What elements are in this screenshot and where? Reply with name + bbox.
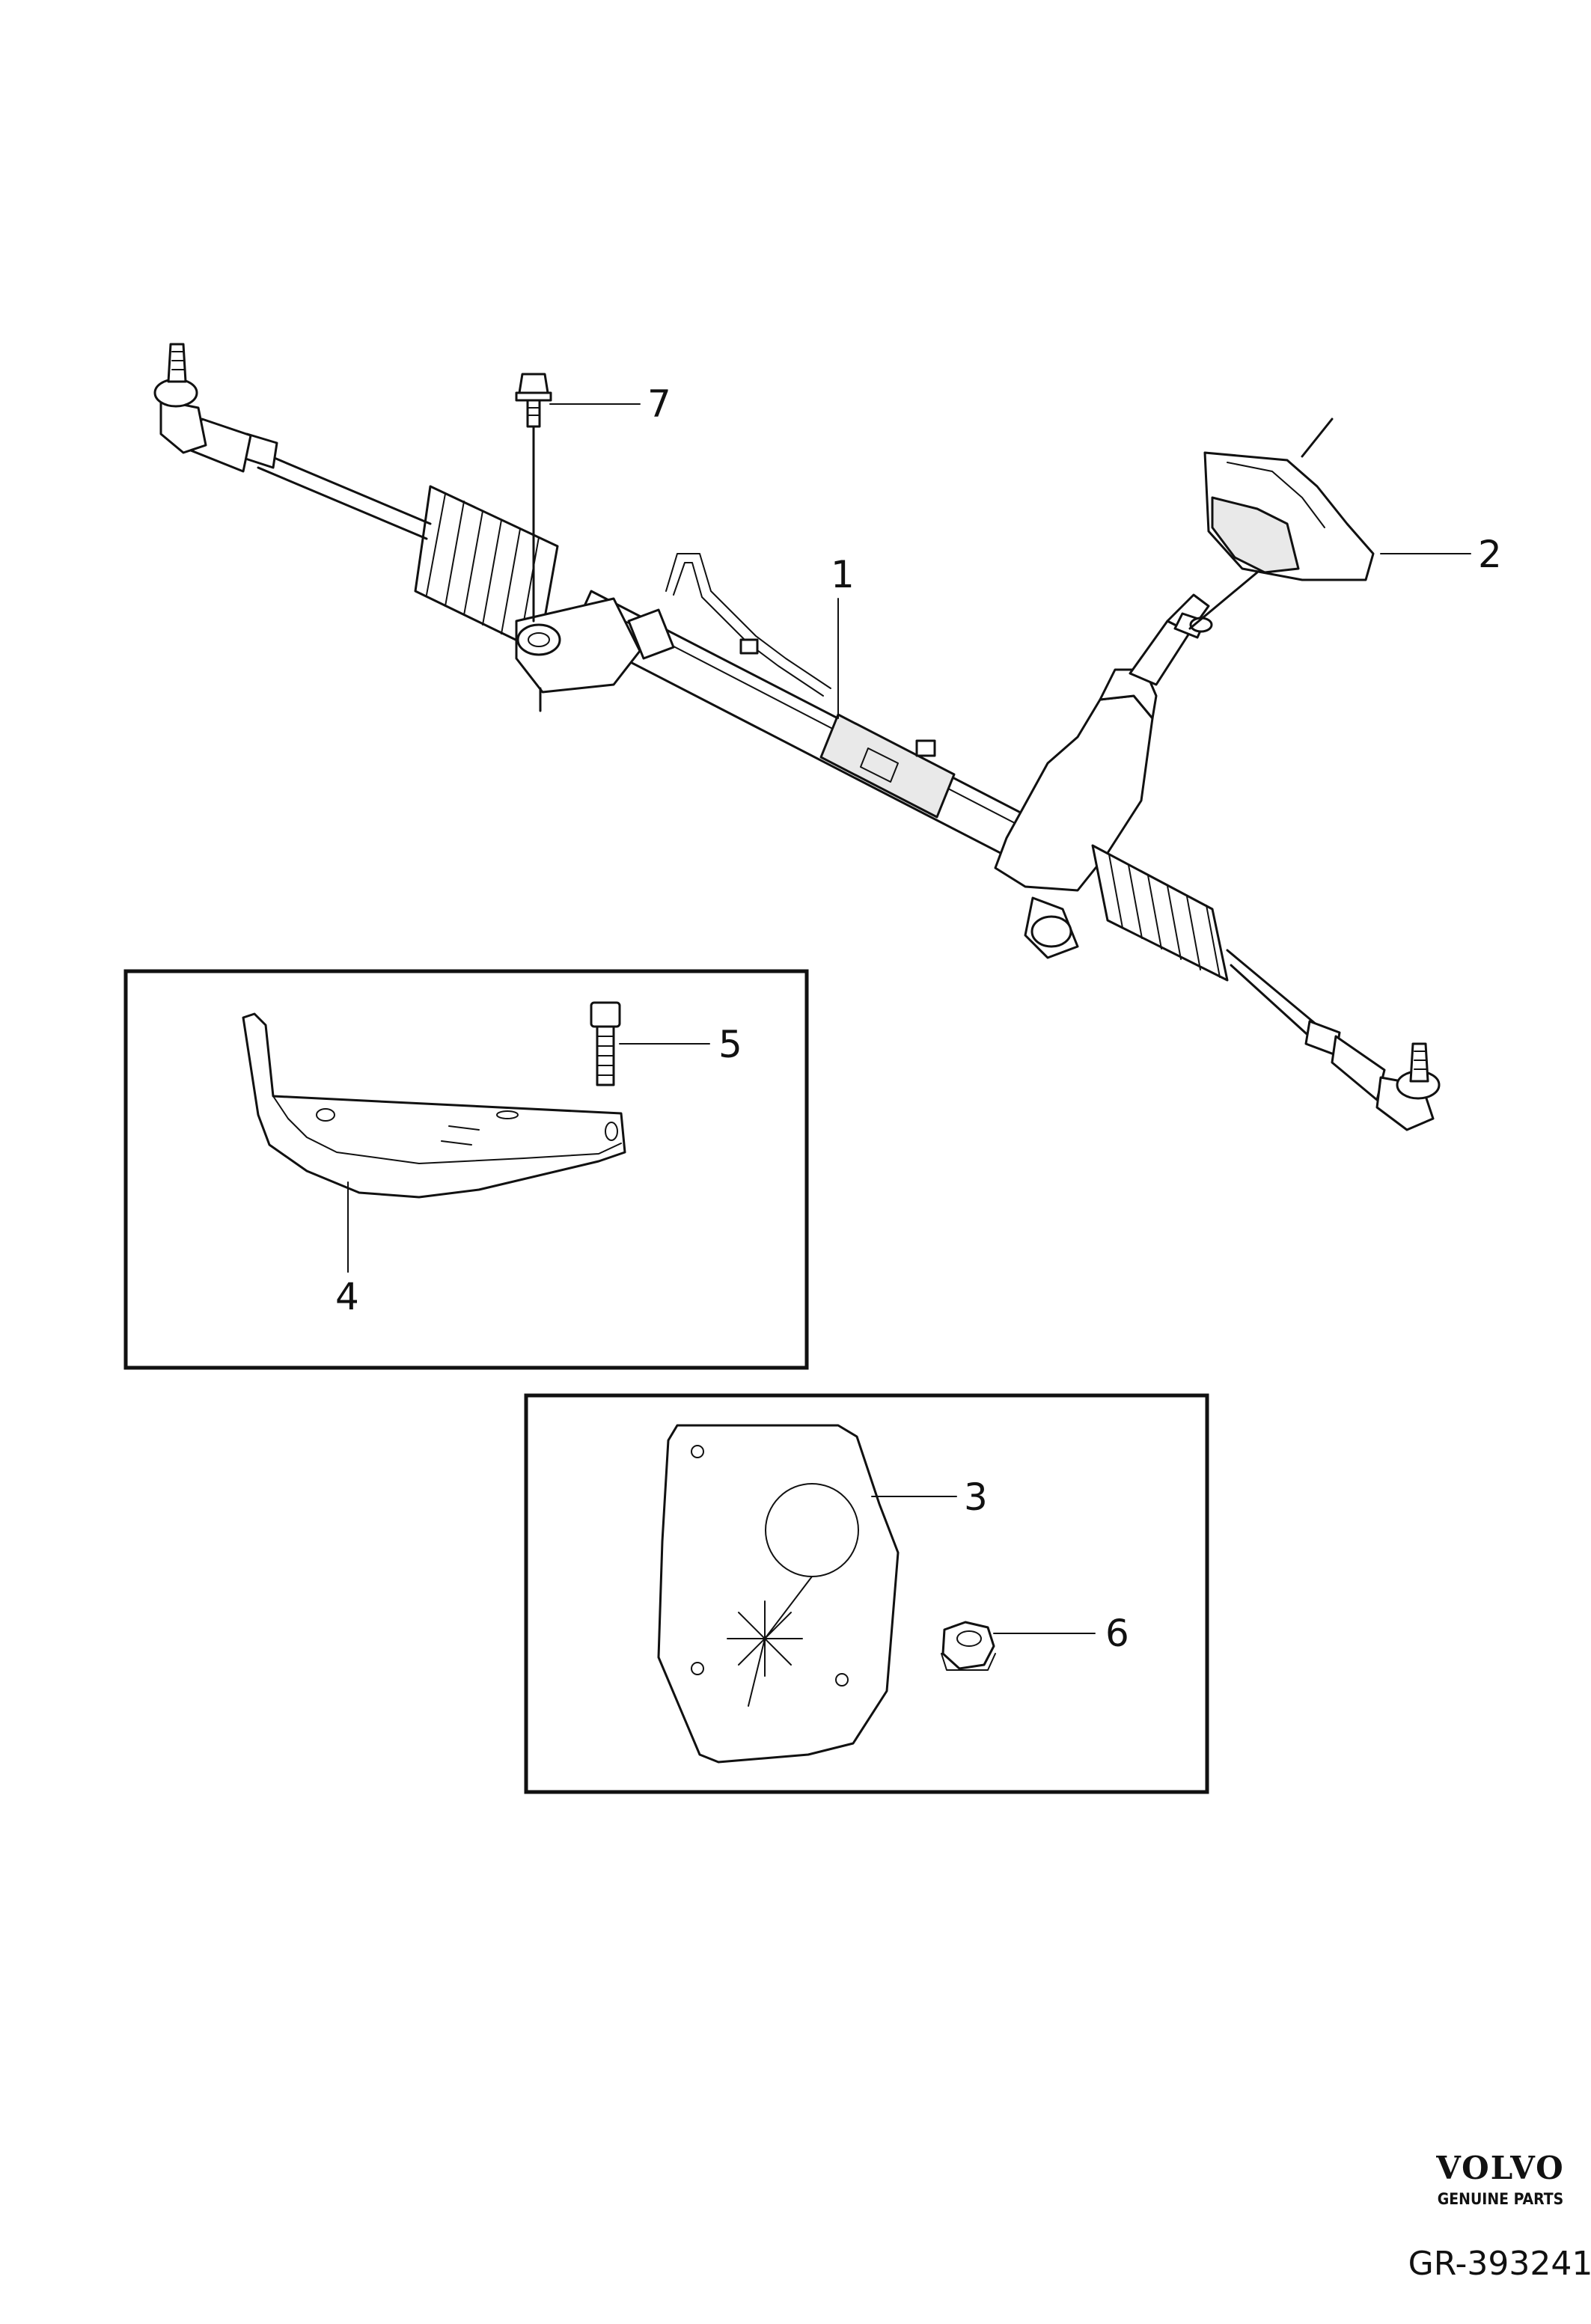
bolt-part-5	[590, 1001, 621, 1086]
mounting-bracket	[242, 1012, 626, 1199]
inset-box-bracket	[123, 969, 809, 1370]
callout-5: 5	[718, 1023, 742, 1066]
callout-1: 1	[831, 553, 855, 596]
brand-tagline: GENUINE PARTS	[1438, 2190, 1564, 2208]
brand-logo: VOLVO	[1435, 2150, 1564, 2186]
inset-box-cover	[524, 1393, 1209, 1794]
reference-code: GR-393241	[1408, 2245, 1591, 2283]
callout-4: 4	[335, 1275, 359, 1318]
callout-3: 3	[964, 1476, 988, 1519]
flange-nut-part-6	[941, 1621, 996, 1671]
callout-2: 2	[1478, 533, 1502, 576]
leader-lines	[347, 403, 1471, 1634]
steering-gear-rack	[153, 343, 1441, 1131]
bulkhead-seal	[1188, 418, 1375, 630]
callout-7: 7	[647, 382, 671, 426]
cover-plate	[657, 1424, 900, 1764]
callout-6: 6	[1105, 1612, 1129, 1655]
